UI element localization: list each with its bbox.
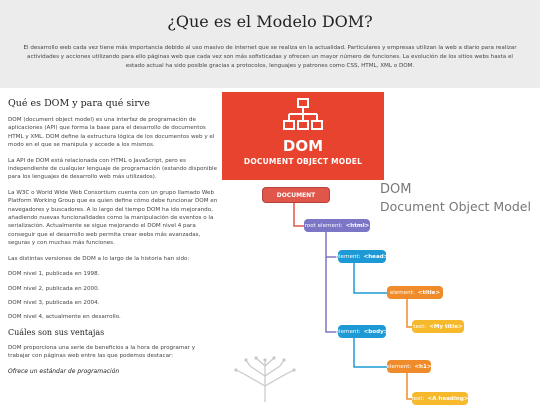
- paragraph-dom-definition: DOM (document object model) es una inter…: [8, 117, 215, 149]
- node-tag: <body>: [363, 328, 389, 335]
- node-label: text:: [413, 323, 427, 330]
- paragraph-versions-intro: Las distintas versiones de DOM a lo larg…: [8, 255, 190, 262]
- page-title: ¿Que es el Modelo DOM?: [167, 12, 373, 31]
- section-heading: Qué es DOM y para qué sirve: [8, 98, 150, 109]
- node-h1: element:<h1>: [386, 360, 432, 373]
- paragraph-w3c: La W3C o World Wide Web Consortium cuent…: [8, 189, 218, 247]
- version-item: DOM nivel 1, publicada en 1998.: [8, 271, 100, 278]
- node-tag: <html>: [345, 222, 370, 229]
- hierarchy-icon: [283, 98, 323, 130]
- node-title-text: text:<My title>: [412, 320, 464, 333]
- node-label: root element:: [304, 222, 343, 229]
- card-subtitle: DOCUMENT OBJECT MODEL: [243, 157, 363, 166]
- node-root-html: root element:<html>: [304, 219, 370, 232]
- node-label: element:: [386, 363, 412, 370]
- node-tag: <A heading>: [427, 395, 469, 402]
- node-label: element:: [389, 289, 415, 296]
- node-tag: <head>: [363, 253, 389, 260]
- version-item: DOM nivel 2, publicada en 2000.: [8, 285, 100, 292]
- subheading-standard: Ofrece un estándar de programación: [8, 367, 120, 375]
- paragraph-api: La API de DOM está relacionada con HTML …: [8, 157, 218, 181]
- figure-subtitle: Document Object Model: [380, 199, 531, 214]
- intro-paragraph: El desarrollo web cada vez tiene más imp…: [23, 45, 517, 69]
- node-tag: <My title>: [429, 323, 463, 330]
- card-title: DOM: [282, 137, 324, 155]
- page-header: ¿Que es el Modelo DOM? El desarrollo web…: [0, 0, 540, 88]
- dom-card: DOM DOCUMENT OBJECT MODEL: [222, 92, 384, 180]
- node-head: element:<head>: [335, 250, 389, 263]
- tree-connectors: [293, 202, 412, 400]
- node-label: element:: [335, 328, 361, 335]
- paragraph-benefits: DOM proporciona una serie de beneficios …: [8, 344, 196, 360]
- article-column: Qué es DOM y para qué sirve DOM (documen…: [8, 98, 218, 375]
- dom-infographic: DOM DOCUMENT OBJECT MODEL DOM Document O…: [222, 92, 540, 405]
- node-h1-text: text:<A heading>: [411, 392, 469, 405]
- node-title: element:<title>: [387, 286, 443, 299]
- node-body: element:<body>: [335, 325, 389, 338]
- node-document: DOCUMENT: [262, 187, 330, 203]
- figure-title: DOM: [380, 182, 412, 197]
- leaf-decoration-icon: [234, 356, 296, 402]
- section-heading-advantages: Cuáles son sus ventajas: [8, 327, 105, 337]
- node-tag: <h1>: [414, 363, 432, 370]
- version-item: DOM nivel 3, publicada en 2004.: [8, 299, 100, 306]
- version-item: DOM nivel 4, actualmente en desarrollo.: [8, 314, 121, 321]
- node-label: element:: [335, 253, 361, 260]
- node-label: text:: [411, 395, 425, 402]
- node-tag: <title>: [417, 289, 441, 296]
